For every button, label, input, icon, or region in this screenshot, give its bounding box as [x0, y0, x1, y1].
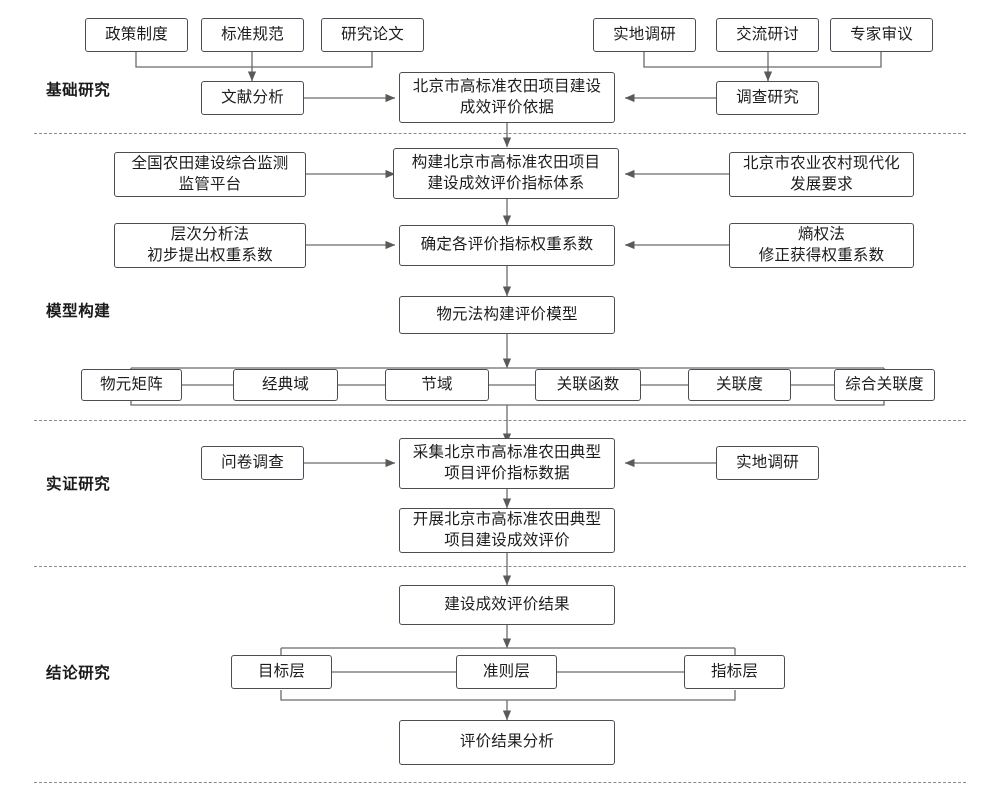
- edge-expert-to-investigation: [768, 51, 882, 68]
- node-criteria-layer[interactable]: 准则层: [456, 655, 557, 689]
- node-label: 构建北京市高标准农田项目 建设成效评价指标体系: [411, 154, 601, 192]
- node-correlation-degree[interactable]: 关联度: [688, 369, 791, 401]
- node-label: 物元矩阵: [100, 375, 163, 393]
- node-seminar[interactable]: 交流研讨: [716, 18, 819, 52]
- node-entropy-weight-method[interactable]: 熵权法 修正获得权重系数: [729, 223, 914, 268]
- node-modernization-requirements[interactable]: 北京市农业农村现代化 发展要求: [729, 152, 914, 197]
- node-label: 问卷调查: [221, 453, 284, 471]
- node-label: 研究论文: [341, 25, 404, 43]
- node-label: 实地调研: [613, 25, 676, 43]
- node-label: 关联度: [715, 375, 764, 393]
- node-determine-weights[interactable]: 确定各评价指标权重系数: [399, 225, 615, 266]
- stage-label-basic-research: 基础研究: [46, 82, 111, 99]
- node-literature-analysis[interactable]: 文献分析: [201, 81, 304, 115]
- node-label: 层次分析法 初步提出权重系数: [147, 226, 273, 264]
- node-label: 开展北京市高标准农田典型 项目建设成效评价: [412, 511, 602, 549]
- node-label: 关联函数: [556, 375, 620, 393]
- node-comprehensive-correlation[interactable]: 综合关联度: [834, 369, 935, 401]
- node-classic-domain[interactable]: 经典域: [233, 369, 338, 401]
- node-evaluation-basis[interactable]: 北京市高标准农田项目建设 成效评价依据: [399, 72, 615, 123]
- node-label: 全国农田建设综合监测 监管平台: [131, 155, 289, 193]
- node-policy-system[interactable]: 政策制度: [85, 18, 188, 52]
- divider-basic-model: [34, 133, 966, 134]
- node-expert-review[interactable]: 专家审议: [830, 18, 933, 52]
- node-label: 评价结果分析: [459, 733, 555, 751]
- node-label: 实地调研: [736, 453, 799, 471]
- node-index-layer[interactable]: 指标层: [684, 655, 785, 689]
- node-section-domain[interactable]: 节域: [385, 369, 489, 401]
- node-label: 专家审议: [850, 25, 913, 43]
- node-label: 北京市高标准农田项目建设 成效评价依据: [412, 78, 602, 116]
- node-collect-index-data[interactable]: 采集北京市高标准农田典型 项目评价指标数据: [399, 438, 615, 489]
- node-label: 节域: [421, 375, 453, 393]
- node-label: 交流研讨: [736, 25, 799, 43]
- node-label: 建设成效评价结果: [444, 595, 570, 613]
- node-label: 经典域: [261, 375, 310, 393]
- node-label: 指标层: [710, 662, 759, 680]
- node-label: 综合关联度: [845, 375, 924, 393]
- node-result-analysis[interactable]: 评价结果分析: [399, 720, 615, 765]
- node-ahp-method[interactable]: 层次分析法 初步提出权重系数: [114, 223, 306, 268]
- divider-empirical-conclusion: [34, 566, 966, 567]
- node-research-papers[interactable]: 研究论文: [321, 18, 424, 52]
- node-carry-out-evaluation[interactable]: 开展北京市高标准农田典型 项目建设成效评价: [399, 508, 615, 553]
- stage-label-model-construction: 模型构建: [46, 303, 111, 320]
- edge-policy-to-litanalysis: [135, 51, 252, 68]
- node-label: 目标层: [257, 662, 306, 680]
- node-label: 政策制度: [105, 25, 168, 43]
- node-label: 确定各评价指标权重系数: [420, 236, 594, 254]
- node-label: 准则层: [482, 662, 531, 680]
- node-field-survey-2[interactable]: 实地调研: [716, 446, 819, 480]
- node-goal-layer[interactable]: 目标层: [231, 655, 332, 689]
- node-evaluation-result[interactable]: 建设成效评价结果: [399, 585, 615, 625]
- node-label: 标准规范: [221, 25, 284, 43]
- layers-bottom-bracket: [280, 690, 736, 701]
- node-correlation-function[interactable]: 关联函数: [535, 369, 641, 401]
- node-national-monitoring-platform[interactable]: 全国农田建设综合监测 监管平台: [114, 152, 306, 197]
- node-investigation[interactable]: 调查研究: [716, 81, 819, 115]
- node-matter-element-matrix[interactable]: 物元矩阵: [81, 369, 182, 401]
- node-label: 调查研究: [736, 88, 799, 106]
- node-standard-spec[interactable]: 标准规范: [201, 18, 304, 52]
- node-label: 熵权法 修正获得权重系数: [758, 226, 885, 264]
- edge-papers-to-litanalysis: [252, 51, 373, 68]
- divider-bottom: [34, 782, 966, 783]
- stage-label-empirical-research: 实证研究: [46, 476, 111, 493]
- node-label: 物元法构建评价模型: [436, 305, 578, 323]
- stage-label-conclusion-research: 结论研究: [46, 665, 111, 682]
- node-index-system[interactable]: 构建北京市高标准农田项目 建设成效评价指标体系: [393, 148, 619, 199]
- node-label: 文献分析: [221, 88, 284, 106]
- edge-fieldsurvey-to-investigation: [643, 51, 768, 68]
- divider-model-empirical: [34, 420, 966, 421]
- node-label: 采集北京市高标准农田典型 项目评价指标数据: [412, 444, 602, 482]
- node-label: 北京市农业农村现代化 发展要求: [742, 155, 900, 193]
- node-questionnaire-survey[interactable]: 问卷调查: [201, 446, 304, 480]
- node-field-survey[interactable]: 实地调研: [593, 18, 696, 52]
- node-matter-element-model[interactable]: 物元法构建评价模型: [399, 296, 615, 334]
